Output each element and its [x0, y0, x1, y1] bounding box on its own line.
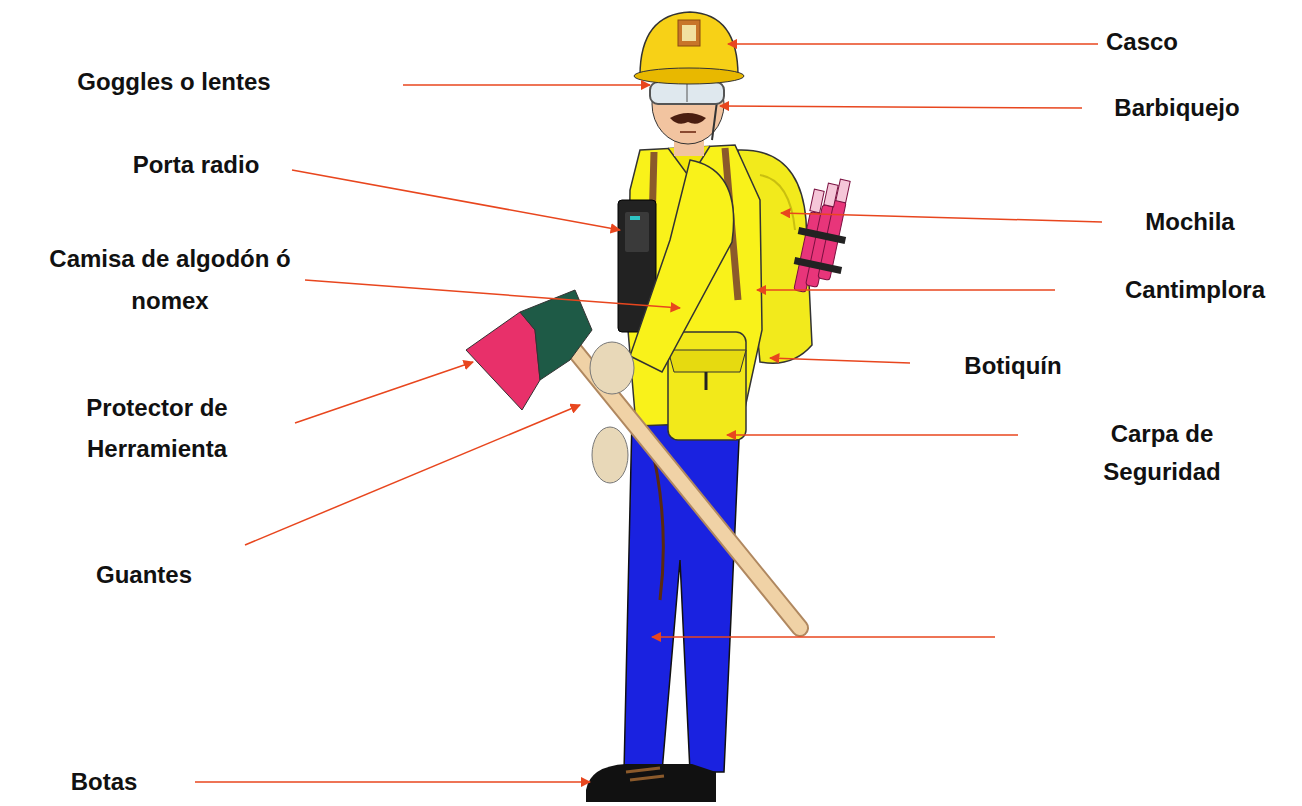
goggles-shape	[650, 82, 724, 104]
leader-line	[770, 358, 910, 363]
helmet-badge	[678, 20, 700, 46]
part-label: Mochila	[1120, 202, 1260, 242]
helmet-shell	[640, 12, 738, 76]
part-label: Carpa de Seguridad	[1082, 415, 1242, 491]
pouch-flap	[668, 350, 746, 372]
pouch-clip	[705, 372, 708, 390]
part-label: Casco	[1082, 22, 1202, 62]
helmet-badge-inner	[682, 25, 696, 41]
leader-line	[720, 106, 1082, 108]
leader-line	[292, 170, 620, 230]
part-label: Cantimplora	[1090, 270, 1300, 310]
axe-handle-outline	[558, 330, 800, 628]
leader-line	[305, 280, 680, 308]
leader-line	[195, 781, 590, 783]
part-label: Protector de Herramienta	[57, 387, 257, 469]
glove-lower	[592, 427, 628, 483]
leader-line	[245, 405, 580, 545]
helmet-brim	[634, 68, 744, 84]
part-label: Guantes	[69, 555, 219, 595]
part-label: Botiquín	[933, 346, 1093, 386]
radio-light	[630, 216, 640, 220]
leader-line	[652, 636, 995, 638]
axe-handle	[558, 330, 800, 628]
axe-blade	[466, 312, 540, 410]
mouth	[680, 131, 696, 133]
boots-shape	[586, 764, 716, 802]
leader-line	[295, 362, 473, 423]
fusees	[794, 179, 850, 292]
leader-line	[781, 213, 1102, 222]
part-label: Camisa de algodón ó nomex	[25, 238, 315, 322]
radio-detail	[625, 212, 649, 252]
backpack-shading	[760, 175, 795, 230]
leader-lines	[195, 44, 1102, 782]
boot-laces	[626, 768, 664, 780]
part-label: Barbiquejo	[1082, 88, 1272, 128]
leader-line	[757, 289, 1055, 291]
leader-line	[728, 43, 1098, 45]
tool-protector	[520, 290, 592, 380]
part-label: Porta radio	[106, 145, 286, 185]
leader-line	[403, 84, 650, 86]
part-label: Goggles o lentes	[39, 62, 309, 102]
part-label: Botas	[49, 762, 159, 802]
glove-upper	[590, 342, 634, 394]
arm-sleeve	[630, 160, 734, 372]
pouch-shape	[668, 332, 746, 440]
goggles-bridge	[687, 84, 688, 102]
mustache	[670, 113, 706, 124]
leader-line	[727, 434, 1018, 436]
